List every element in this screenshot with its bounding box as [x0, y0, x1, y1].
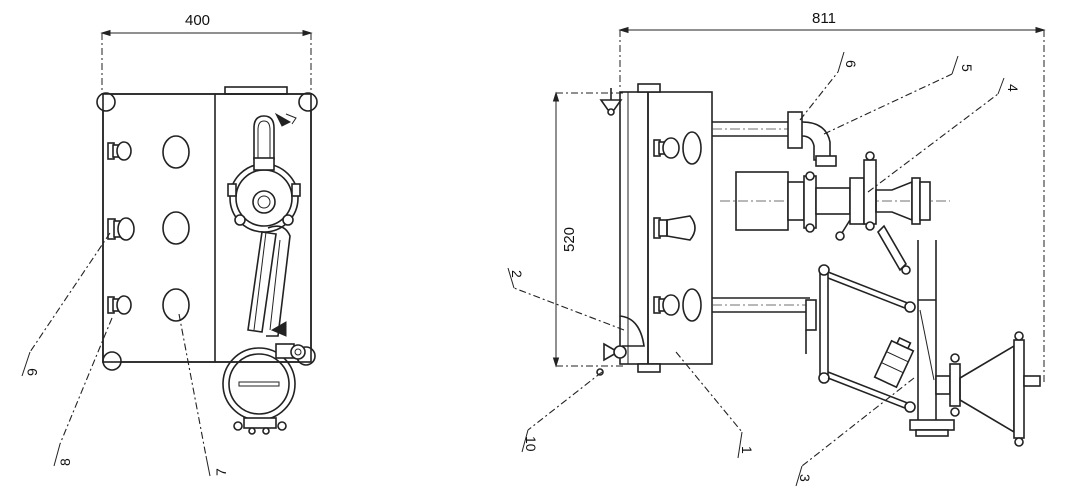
- side-view: 811 520: [507, 10, 1046, 487]
- corner-foot: [298, 92, 318, 112]
- glove-port-small: [107, 295, 132, 315]
- corner-foot: [96, 92, 116, 112]
- callout-6: 6: [799, 51, 859, 121]
- glove-port: [162, 135, 190, 169]
- callout-3: 3: [795, 377, 915, 487]
- dimension-label-height: 520: [561, 227, 578, 252]
- pipe-clamp: [787, 111, 803, 149]
- sample-bottle: [873, 336, 915, 389]
- callout-label-5: 5: [959, 64, 975, 72]
- callout-7: 7: [178, 313, 229, 477]
- dimension-width-400: 400: [100, 12, 313, 95]
- callout-10: 10: [521, 371, 603, 453]
- glove-port: [162, 288, 190, 322]
- callout-5: 5: [823, 55, 975, 135]
- dimension-label-width: 400: [185, 12, 210, 29]
- glove-port: [162, 211, 190, 245]
- callout-8: 8: [53, 317, 113, 467]
- callout-label-7: 7: [213, 468, 229, 476]
- swing-arm-assembly: [222, 112, 306, 435]
- dimension-label-length: 811: [812, 10, 836, 27]
- callout-label-3: 3: [797, 474, 813, 482]
- side-glove-port: [653, 288, 702, 322]
- side-glove-port: [653, 131, 702, 165]
- discharge-cone: [959, 344, 1015, 434]
- top-handle: [224, 86, 288, 95]
- callout-9: 9: [21, 232, 111, 377]
- callout-1: 1: [675, 351, 755, 459]
- callout-2: 2: [507, 267, 625, 331]
- front-panel: [647, 91, 713, 365]
- callout-label-8: 8: [57, 458, 73, 466]
- flange: [1013, 339, 1025, 439]
- dimension-height-520: 520: [552, 91, 625, 368]
- corner-foot: [102, 351, 122, 371]
- glove-port-small: [107, 141, 132, 161]
- bottom-guide: [619, 315, 645, 347]
- glove-port-small: [107, 217, 135, 241]
- callout-label-4: 4: [1005, 84, 1021, 92]
- callout-label-1: 1: [739, 446, 755, 454]
- callout-label-10: 10: [523, 436, 539, 452]
- callout-label-9: 9: [24, 368, 40, 376]
- chute-base: [909, 419, 955, 431]
- callout-label-2: 2: [509, 270, 525, 278]
- front-view: 400: [21, 12, 318, 477]
- callout-4: 4: [867, 77, 1021, 193]
- callout-label-6: 6: [843, 60, 859, 68]
- side-glove-port: [653, 215, 696, 241]
- dimension-width-811: 811: [618, 10, 1046, 382]
